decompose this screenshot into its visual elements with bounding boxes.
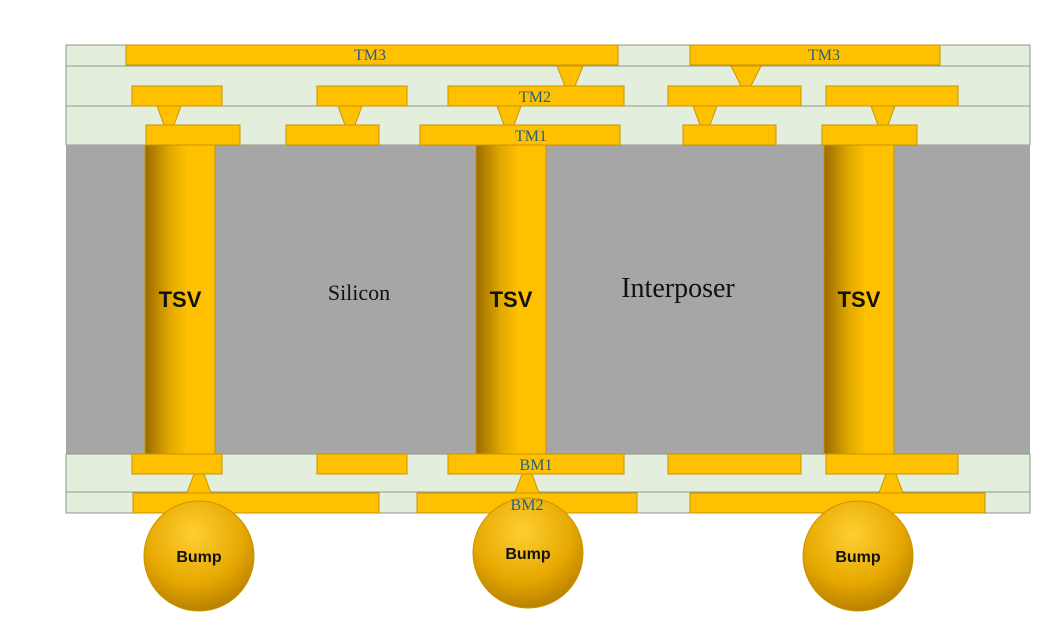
- bm2-label: BM2: [511, 497, 544, 514]
- tm3-metal-right: [689, 44, 941, 66]
- bump-label-2: Bump: [505, 546, 551, 563]
- tm1-metal-2: [285, 124, 380, 146]
- bm1-metal-2: [316, 453, 408, 475]
- bm1-label: BM1: [520, 457, 553, 474]
- tm1-metal-4: [682, 124, 777, 146]
- tsv-1: [144, 144, 216, 455]
- tsv-3: [823, 144, 895, 455]
- tm2-metal-1: [131, 85, 223, 107]
- bm1-metal-4: [667, 453, 802, 475]
- tm2-metal-5: [825, 85, 959, 107]
- tm3-label-right: TM3: [808, 47, 840, 64]
- solder-bump-1: [143, 500, 255, 612]
- tsv-label-3: TSV: [838, 287, 881, 312]
- silicon-label: Silicon: [328, 280, 390, 305]
- tm1-label: TM1: [515, 128, 547, 145]
- bump-label-1: Bump: [176, 549, 222, 566]
- tsv-label-1: TSV: [159, 287, 202, 312]
- tm2-metal-3: [447, 85, 625, 107]
- tm3-metal-left: [125, 44, 619, 66]
- solder-bump-3: [802, 500, 914, 612]
- bm1-metal-5: [825, 453, 959, 475]
- tm1-metal-5: [821, 124, 918, 146]
- tm2-label: TM2: [519, 89, 551, 106]
- bump-label-3: Bump: [835, 549, 881, 566]
- tm1-metal-1: [145, 124, 241, 146]
- bm1-metal-1: [131, 453, 223, 475]
- tsv-2: [475, 144, 547, 455]
- interposer-label: Interposer: [621, 273, 735, 304]
- tm2-metal-2: [316, 85, 408, 107]
- tm2-metal-4: [667, 85, 802, 107]
- tsv-label-2: TSV: [490, 287, 533, 312]
- bm1-metal-3: [447, 453, 625, 475]
- solder-bump-2: [472, 497, 584, 609]
- tm3-label-left: TM3: [354, 47, 386, 64]
